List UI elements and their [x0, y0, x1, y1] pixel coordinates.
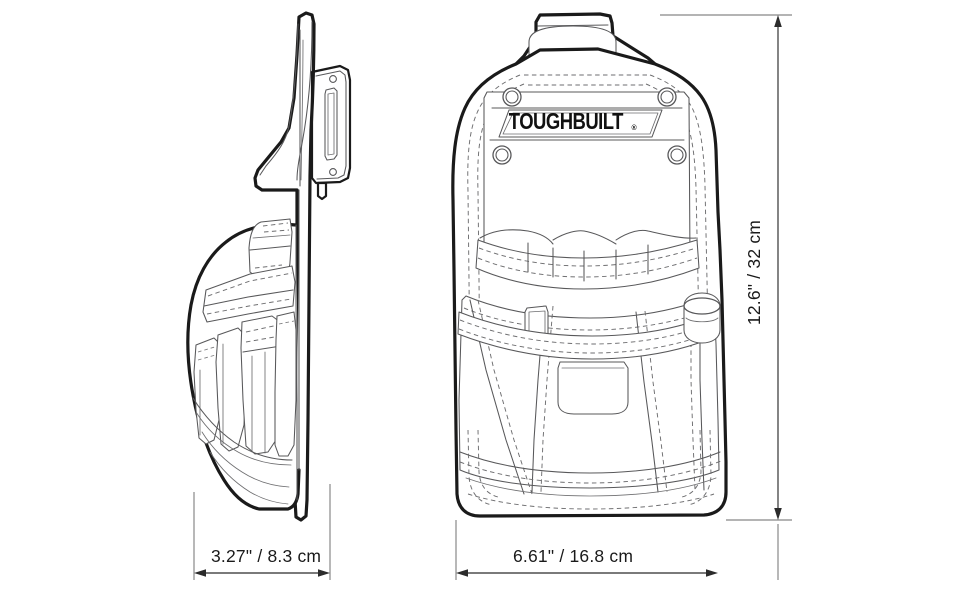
front-bottom-gusset	[459, 451, 722, 510]
front-center-tab-pocket	[524, 305, 629, 415]
front-upper-panel	[483, 87, 691, 263]
rivet-bottom-left	[492, 145, 512, 165]
front-corner-stitching	[467, 429, 712, 506]
front-upper-pocket-band	[475, 229, 700, 290]
side-tool-sleeves	[193, 311, 297, 457]
side-profile-view	[186, 11, 352, 522]
rivet-top-left	[502, 87, 522, 107]
side-mounting-plate	[310, 64, 352, 201]
dimension-label-depth: 3.27" / 8.3 cm	[211, 546, 322, 566]
dimension-label-height: 12.6" / 32 cm	[744, 219, 765, 326]
front-tool-loop	[683, 292, 721, 344]
dimension-width	[455, 520, 779, 580]
dimension-depth	[193, 484, 331, 580]
registered-trademark-icon: ®	[631, 125, 637, 132]
front-logo-plate	[489, 107, 685, 141]
rivet-top-right	[657, 87, 677, 107]
side-upper-pocket-band	[248, 218, 293, 279]
dimension-height	[660, 14, 792, 521]
front-rivets	[492, 87, 687, 165]
side-lower-folds	[192, 397, 293, 505]
front-elevation-view	[451, 12, 728, 518]
toughbuilt-logo: TOUGHBUILT ®	[505, 108, 637, 134]
side-mid-pocket-band	[202, 265, 296, 323]
rivet-bottom-right	[667, 145, 687, 165]
toughbuilt-wordmark: TOUGHBUILT	[509, 108, 624, 134]
dimension-label-width: 6.61" / 16.8 cm	[513, 546, 634, 566]
